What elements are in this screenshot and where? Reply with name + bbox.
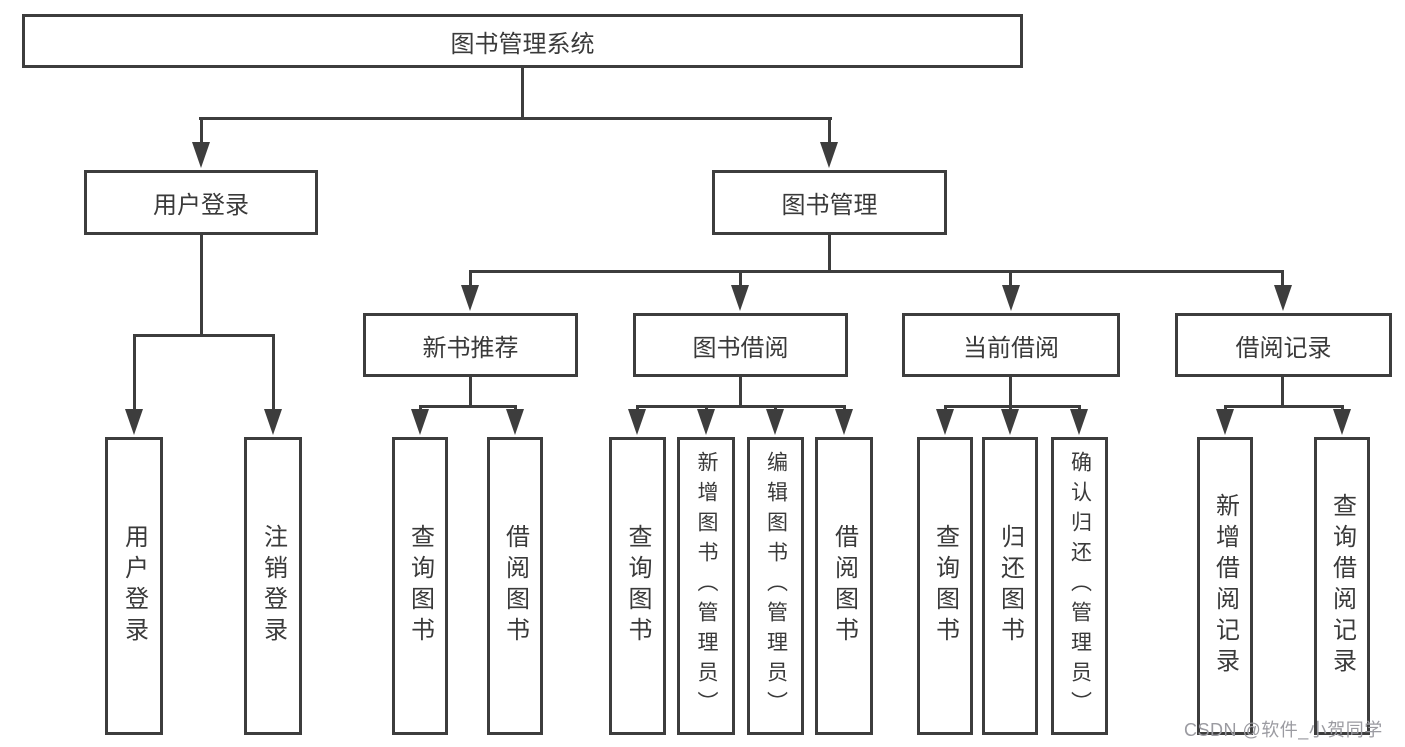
- node-label: 图书管理: [781, 192, 878, 219]
- node-book-management: 图书管理: [712, 170, 947, 235]
- node-label: 新增借阅记录: [1211, 493, 1239, 679]
- arrow-down-icon: [936, 409, 954, 435]
- node-library-management-system: 图书管理系统: [22, 14, 1023, 68]
- leaf-return-books: 归还图书: [982, 437, 1038, 735]
- arrow-down-icon: [192, 142, 210, 168]
- connector-user-login-stem: [200, 233, 203, 337]
- node-label: 图书借阅: [692, 334, 789, 362]
- node-label: 用户登录: [120, 524, 148, 648]
- node-label: 注销登录: [259, 524, 287, 648]
- node-label: 用户登录: [153, 192, 249, 219]
- arrow-down-icon: [628, 409, 646, 435]
- connector-drop-borrow-records: [1281, 270, 1284, 289]
- node-label: 查询图书: [931, 524, 959, 648]
- arrow-down-icon: [461, 285, 479, 311]
- arrow-down-icon: [1274, 285, 1292, 311]
- arrow-down-icon: [411, 409, 429, 435]
- connector-book-borrow-stem: [739, 375, 742, 408]
- arrow-down-icon: [506, 409, 524, 435]
- node-label: 编辑图书（管理员）: [764, 451, 788, 721]
- node-label: 借阅图书: [830, 524, 858, 648]
- connector-new-book-bar: [419, 405, 517, 408]
- node-current-borrowing: 当前借阅: [902, 313, 1120, 377]
- node-label: 归还图书: [996, 524, 1024, 648]
- connector-borrow-records-stem: [1281, 375, 1284, 408]
- leaf-borrow-books-recommend: 借阅图书: [487, 437, 543, 735]
- arrow-down-icon: [1001, 409, 1019, 435]
- arrow-down-icon: [766, 409, 784, 435]
- arrow-down-icon: [731, 285, 749, 311]
- arrow-down-icon: [1216, 409, 1234, 435]
- node-label: 借阅图书: [501, 524, 529, 648]
- node-label: 查询图书: [406, 524, 434, 648]
- leaf-query-books-borrow: 查询图书: [609, 437, 666, 735]
- leaf-confirm-return-admin: 确认归还（管理员）: [1051, 437, 1108, 735]
- node-label: 确认归还（管理员）: [1068, 451, 1092, 721]
- leaf-add-books-admin: 新增图书（管理员）: [677, 437, 735, 735]
- leaf-query-borrow-record: 查询借阅记录: [1314, 437, 1370, 735]
- arrow-down-icon: [835, 409, 853, 435]
- arrow-down-icon: [1333, 409, 1351, 435]
- leaf-query-books-current: 查询图书: [917, 437, 973, 735]
- connector-new-book-stem: [469, 375, 472, 408]
- connector-book-borrow-bar: [636, 405, 845, 408]
- connector-drop-new-book: [469, 270, 472, 289]
- node-borrowing-records: 借阅记录: [1175, 313, 1392, 377]
- connector-level2-bar: [199, 117, 832, 120]
- arrow-down-icon: [820, 142, 838, 168]
- connector-book-management-stem: [828, 233, 831, 273]
- node-label: 当前借阅: [963, 334, 1059, 362]
- connector-level3-bar: [469, 270, 1284, 273]
- leaf-borrow-books: 借阅图书: [815, 437, 873, 735]
- connector-borrow-records-bar: [1224, 405, 1344, 408]
- arrow-down-icon: [125, 409, 143, 435]
- connector-user-login-bar: [133, 334, 275, 337]
- node-label: 查询借阅记录: [1328, 493, 1356, 679]
- connector-drop-leaf-logout: [272, 334, 275, 411]
- connector-drop-user-login: [200, 117, 203, 148]
- connector-drop-leaf-login: [133, 334, 136, 411]
- leaf-add-borrow-record: 新增借阅记录: [1197, 437, 1253, 735]
- leaf-query-books-recommend: 查询图书: [392, 437, 448, 735]
- leaf-logout: 注销登录: [244, 437, 302, 735]
- node-label: 查询图书: [624, 524, 651, 648]
- node-label: 借阅记录: [1235, 334, 1332, 362]
- connector-drop-book-borrow: [739, 270, 742, 289]
- arrow-down-icon: [264, 409, 282, 435]
- csdn-watermark: CSDN @软件_小贺同学: [1184, 720, 1383, 740]
- arrow-down-icon: [697, 409, 715, 435]
- arrow-down-icon: [1002, 285, 1020, 311]
- connector-drop-book-management: [828, 117, 831, 148]
- leaf-edit-books-admin: 编辑图书（管理员）: [747, 437, 804, 735]
- node-user-login: 用户登录: [84, 170, 318, 235]
- node-new-book-recommendation: 新书推荐: [363, 313, 578, 377]
- node-label: 图书管理系统: [450, 30, 595, 58]
- leaf-user-login: 用户登录: [105, 437, 163, 735]
- connector-current-borrow-bar: [944, 405, 1081, 408]
- connector-drop-current-borrow: [1009, 270, 1012, 289]
- node-book-borrowing: 图书借阅: [633, 313, 848, 377]
- node-label: 新增图书（管理员）: [695, 451, 718, 721]
- arrow-down-icon: [1070, 409, 1088, 435]
- connector-current-borrow-stem: [1009, 375, 1012, 408]
- connector-root-stem: [521, 66, 524, 119]
- node-label: 新书推荐: [422, 334, 519, 362]
